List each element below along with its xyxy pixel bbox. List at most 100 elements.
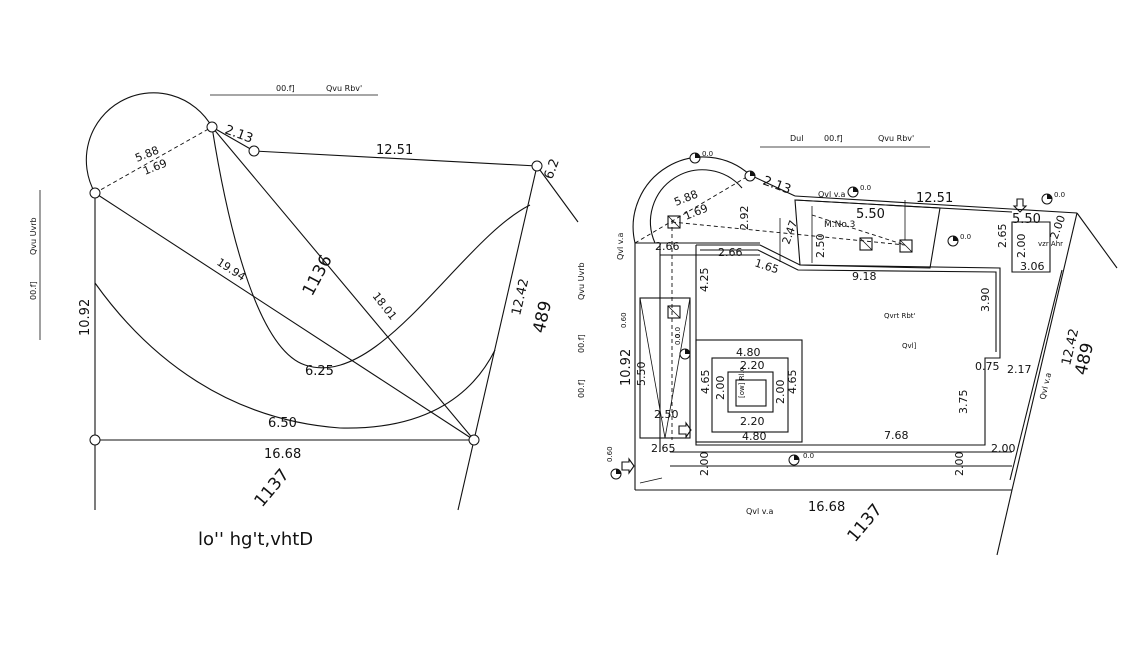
right-right-edge-inner	[1009, 269, 1063, 481]
r-dim-box-h: 2.00	[1015, 234, 1028, 259]
svg-text:0.0: 0.0	[702, 150, 713, 158]
column-marker	[667, 305, 681, 319]
right-top-label-b: 00.f]	[824, 134, 843, 143]
r-dim-pit-side-r: 4.65	[786, 370, 799, 395]
r-dim-margin-left: 2.00	[698, 452, 711, 477]
r-dim-box-r: 2.00	[1048, 214, 1069, 241]
level-marker: 0.0	[689, 150, 713, 164]
svg-text:0.0: 0.0	[1054, 191, 1065, 199]
survey-node	[531, 160, 543, 172]
dim-bottom-edge: 16.68	[264, 447, 301, 462]
pit-outer	[695, 339, 803, 443]
r-dim-box-w: 2.65	[996, 224, 1009, 249]
left-top-label-a: 00.f]	[276, 84, 295, 93]
top-right-box	[1011, 221, 1051, 273]
r-dim-bottom-inner: 7.68	[884, 429, 909, 442]
inner-building-outline	[695, 244, 1001, 446]
dim-right-edge-ref: 489	[529, 299, 556, 335]
right-right-edge	[1011, 212, 1078, 491]
r-dim-inner-span: 9.18	[852, 270, 877, 283]
left-right-edge	[473, 165, 538, 441]
right-side-label-b: 00.f]	[577, 334, 586, 353]
dim-left-edge: 10.92	[78, 299, 93, 336]
right-side-label-c: 00.f]	[577, 379, 586, 398]
svg-text:0.0: 0.0	[960, 233, 971, 241]
dim-bottom-ref: 1137	[251, 465, 294, 511]
right-top-edge-a	[749, 174, 796, 197]
left-right-edge-ext	[457, 439, 475, 511]
svg-text:0.60: 0.60	[620, 312, 628, 328]
r-dim-pit-in-bottom: 2.20	[740, 415, 765, 428]
column-hatch	[899, 239, 913, 253]
r-dim-pit-bottom: 4.80	[742, 430, 767, 443]
r-dim-left-bottom: 2.65	[651, 442, 676, 455]
r-dim-right-wall: 3.90	[979, 288, 992, 313]
inner-building-outline2	[700, 249, 997, 352]
right-top-label-a: Dul	[790, 134, 803, 143]
survey-node	[89, 187, 101, 199]
right-side-label-a: Qvu Uvrb	[577, 262, 586, 300]
r-dim-step-b: 2.17	[1007, 363, 1032, 376]
right-top-edge-b	[794, 195, 1078, 214]
survey-node	[206, 121, 218, 133]
r-dim-top-right: 5.50	[1012, 212, 1041, 227]
r-dim-stair-w: 2.92	[738, 206, 751, 231]
r-dim-bottom-edge: 16.68	[808, 500, 845, 515]
survey-node	[248, 145, 260, 157]
entrance-arrow	[1012, 198, 1028, 213]
entrance-arrow	[678, 421, 692, 439]
survey-node	[468, 434, 480, 446]
right-arc	[632, 156, 751, 244]
center-label-a: Qvrt Rbt'	[884, 312, 916, 320]
dim-diag-mid: 1136	[299, 252, 337, 300]
svg-text:0.0: 0.0	[860, 184, 871, 192]
box-label: vzr Ahr	[1038, 240, 1063, 248]
dim-top-edge: 12.51	[376, 143, 413, 158]
left-dash-chord	[634, 174, 751, 244]
r-dim-left-wall: 4.25	[698, 268, 711, 293]
r-dim-left-lower: 2.50	[654, 408, 679, 421]
dim-corner-right: 6.2	[542, 157, 563, 182]
svg-text:0.0: 0.0	[803, 452, 814, 460]
level-marker	[744, 170, 756, 182]
left-diag-top	[211, 126, 475, 441]
r-dim-left-inner: 5.50	[635, 362, 648, 387]
r-dim-bottom-ref: 1137	[844, 500, 887, 546]
pit-mid	[711, 357, 789, 433]
level-marker: 0.0	[847, 184, 871, 198]
r-dim-pit-top: 4.80	[736, 346, 761, 359]
level-marker: 0.0	[788, 452, 814, 466]
road-label-top: Qvl v.a	[818, 190, 845, 199]
r-dim-right-lower: 3.75	[957, 390, 970, 415]
r-dim-pit-in-r: 2.00	[774, 380, 787, 405]
entrance-arrow	[621, 457, 635, 475]
r-dim-top-edge: 12.51	[916, 191, 953, 206]
road-label-right: Qvl v.a	[1038, 372, 1053, 401]
right-arc-inner	[649, 169, 743, 244]
pit-inner	[727, 371, 774, 413]
left-top-label-b: Qvu Rbv'	[326, 84, 362, 93]
svg-text:0.0: 0.0	[674, 334, 682, 345]
dim-right-edge: 12.42	[509, 277, 532, 317]
left-curve-outer	[94, 282, 496, 429]
column-hatch	[859, 237, 873, 251]
column-marker	[899, 239, 913, 253]
road-label-bottom: Qvl v.a	[746, 507, 773, 516]
level-marker: 0.60 0.0	[620, 312, 691, 360]
left-dashed-chord	[94, 126, 213, 194]
room-m3-outline	[794, 199, 941, 269]
r-dim-inner-top: 2.66	[718, 246, 743, 259]
r-dim-top-inner: 5.50	[856, 207, 885, 222]
r-dim-pit-side-l: 4.65	[699, 370, 712, 395]
left-stair-diag-a	[639, 297, 666, 439]
survey-node	[89, 434, 101, 446]
dim-curve-outer: 6.50	[268, 416, 297, 431]
left-stair-diag-b	[664, 297, 691, 439]
r-dim-pit-in-l: 2.00	[714, 376, 727, 401]
column-hatch	[667, 305, 681, 319]
column-marker	[667, 215, 681, 229]
r-dim-stair-a: 2.50	[814, 234, 827, 259]
left-corner-ext	[536, 165, 579, 223]
left-side-label-b: 00.f]	[29, 281, 38, 300]
